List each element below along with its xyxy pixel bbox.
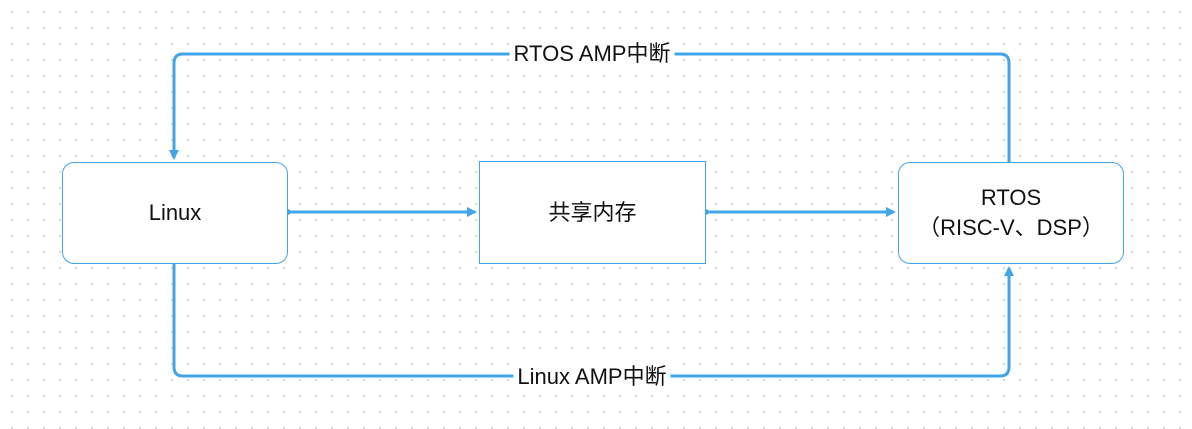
rtos-to-linux-connector	[169, 52, 1011, 162]
rtos-node-title: RTOS	[980, 185, 1042, 211]
linux-node-label: Linux	[148, 200, 202, 226]
rtos-node[interactable]: RTOS （RISC-V、DSP）	[898, 162, 1124, 264]
rtos-node-subtitle: （RISC-V、DSP）	[918, 215, 1104, 240]
shared-memory-node[interactable]: 共享内存	[479, 161, 706, 264]
rtos-amp-interrupt-label: RTOS AMP中断	[509, 40, 675, 68]
linux-node[interactable]: Linux	[62, 162, 288, 264]
linux-amp-interrupt-label: Linux AMP中断	[513, 363, 671, 391]
linux-to-rtos-connector	[172, 264, 1014, 378]
shared-memory-node-label: 共享内存	[548, 199, 637, 225]
